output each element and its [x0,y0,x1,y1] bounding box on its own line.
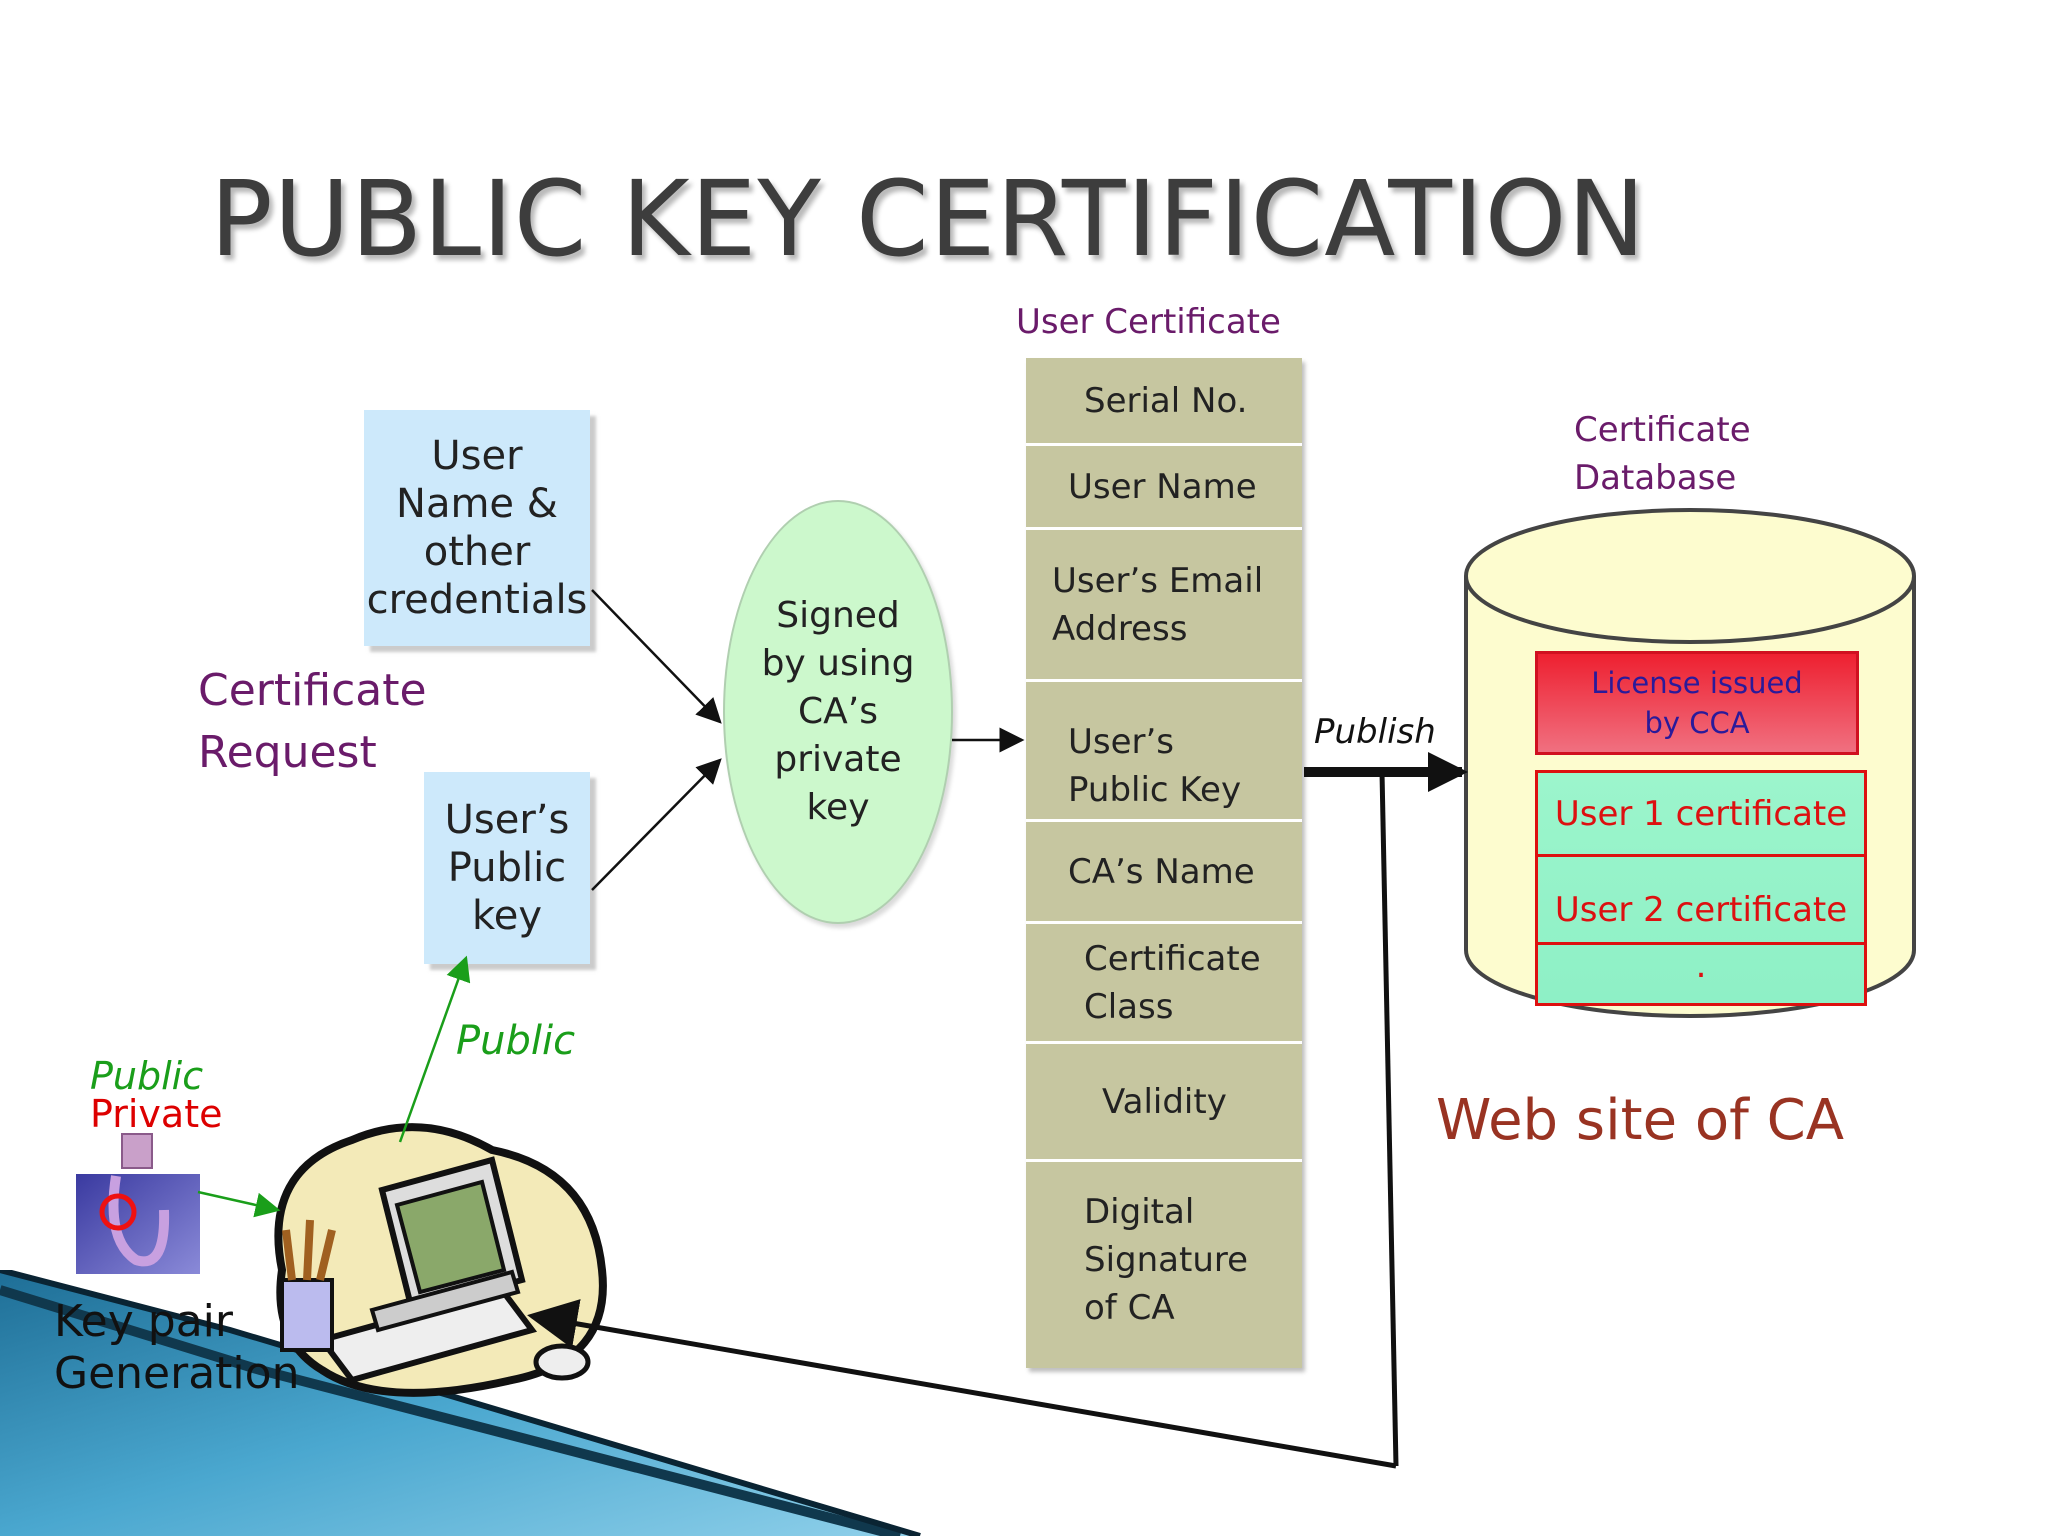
cert-field-text: CA’s Name [1068,851,1255,892]
database-title: Certificate Database [1574,410,1751,498]
arrow-publickey-to-oval [591,758,722,891]
certificate-request-label: Certificate Request [198,665,427,778]
computer-icon [274,1123,607,1397]
cert-field-text: User’s Email Address [1052,560,1264,649]
arrow-public-key-up [398,955,471,1143]
entry-user-1: User 1 certificate [1538,773,1864,857]
website-link-vertical [1379,771,1399,1467]
user-certificate: Serial No. User Name User’s Email Addres… [1026,358,1302,1368]
certificate-entries: User 1 certificate User 2 certificate . [1535,770,1867,1006]
private-key-label: Private [90,1092,223,1136]
user-certificate-title: User Certificate [1016,302,1281,342]
cert-field-ca-name: CA’s Name [1026,822,1302,924]
credentials-box: User Name & other credentials [364,410,590,646]
cert-field-validity: Validity [1026,1044,1302,1162]
entry-user-2: User 2 certificate [1538,857,1864,945]
arrow-usb-to-computer [197,1190,281,1218]
cert-field-text: User’s Public Key [1068,721,1242,810]
public-key-label: Public [90,1054,204,1098]
cert-field-signature: Digital Signature of CA [1026,1162,1302,1368]
website-link-to-computer [527,1299,1397,1469]
cert-field-text: User Name [1068,466,1257,507]
license-entry: License issued by CCA [1535,651,1859,755]
usb-key-icon [76,1133,200,1274]
arrow-credentials-to-oval [591,589,722,724]
public-arrow-label: Public [456,1018,576,1064]
cert-field-serial: Serial No. [1026,358,1302,446]
background-swoosh [0,1270,921,1536]
cert-field-text: Certificate Class [1084,938,1261,1027]
entry-more: . [1695,946,1707,986]
page-title: PUBLIC KEY CERTIFICATION [210,158,1647,280]
key-pair-caption: Key pair Generation [54,1296,300,1399]
publish-label: Publish [1314,712,1436,752]
cert-field-text: Digital Signature of CA [1084,1192,1249,1328]
cert-field-public-key: User’s Public Key [1026,682,1302,822]
cert-field-text: Validity [1102,1081,1227,1122]
cert-field-text: Serial No. [1084,380,1248,421]
signing-oval: Signed by using CA’s private key [723,500,953,924]
license-text: License issued by CCA [1591,666,1803,740]
cert-field-email: User’s Email Address [1026,530,1302,682]
website-label: Web site of CA [1436,1088,1845,1153]
public-key-box: User’s Public key [424,772,590,964]
cert-field-user-name: User Name [1026,446,1302,530]
cert-field-class: Certificate Class [1026,924,1302,1044]
